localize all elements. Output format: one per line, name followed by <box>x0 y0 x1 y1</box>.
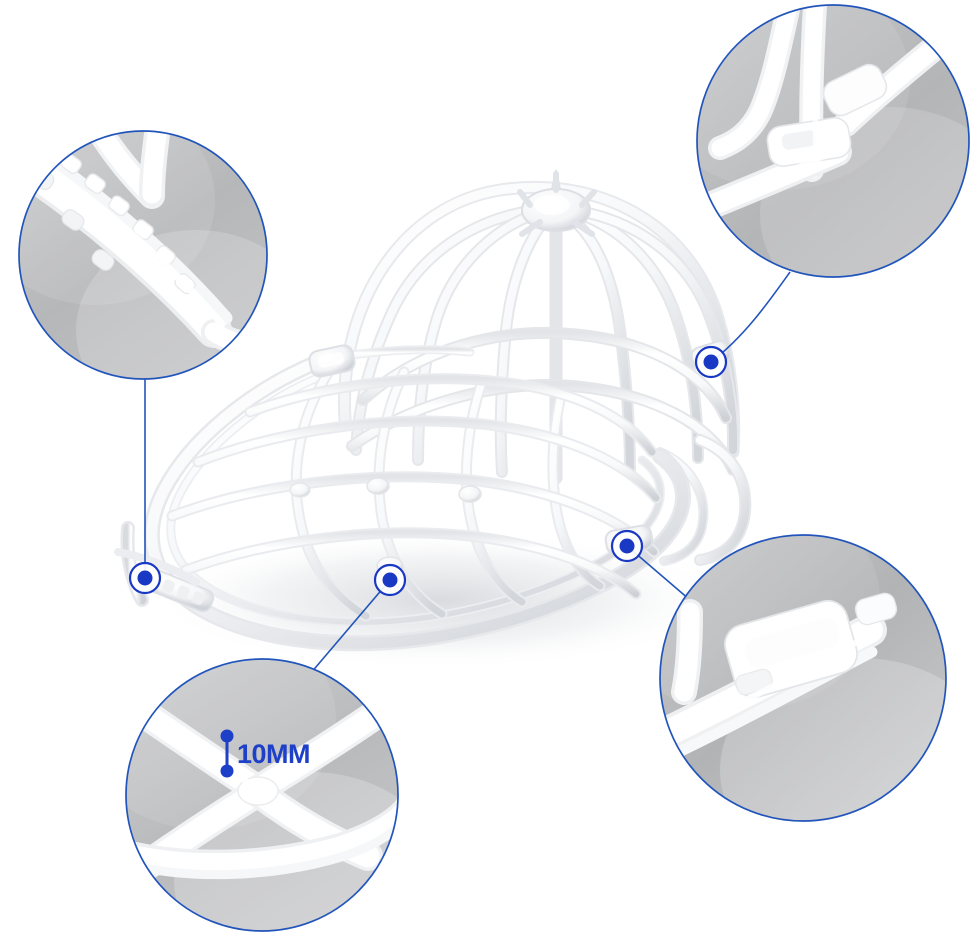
marker-bottom-left <box>373 563 407 597</box>
leader-line-bottom-left <box>309 579 391 675</box>
dimension-label-10mm: 10MM <box>237 739 311 769</box>
bottom-right-callout-ring <box>659 534 947 822</box>
top-left-callout-ring <box>18 130 268 380</box>
crown-hub <box>517 169 597 237</box>
visor-crown-joint <box>308 344 356 378</box>
marker-top-left <box>128 561 162 595</box>
cap-washer-frame <box>114 169 752 670</box>
top-right-callout-ring <box>696 4 970 278</box>
bottom-left-callout-ring <box>125 658 399 932</box>
marker-bottom-right <box>610 529 644 563</box>
callout-markers <box>128 345 728 597</box>
marker-top-right <box>694 345 728 379</box>
dimension-indicator <box>220 729 234 778</box>
